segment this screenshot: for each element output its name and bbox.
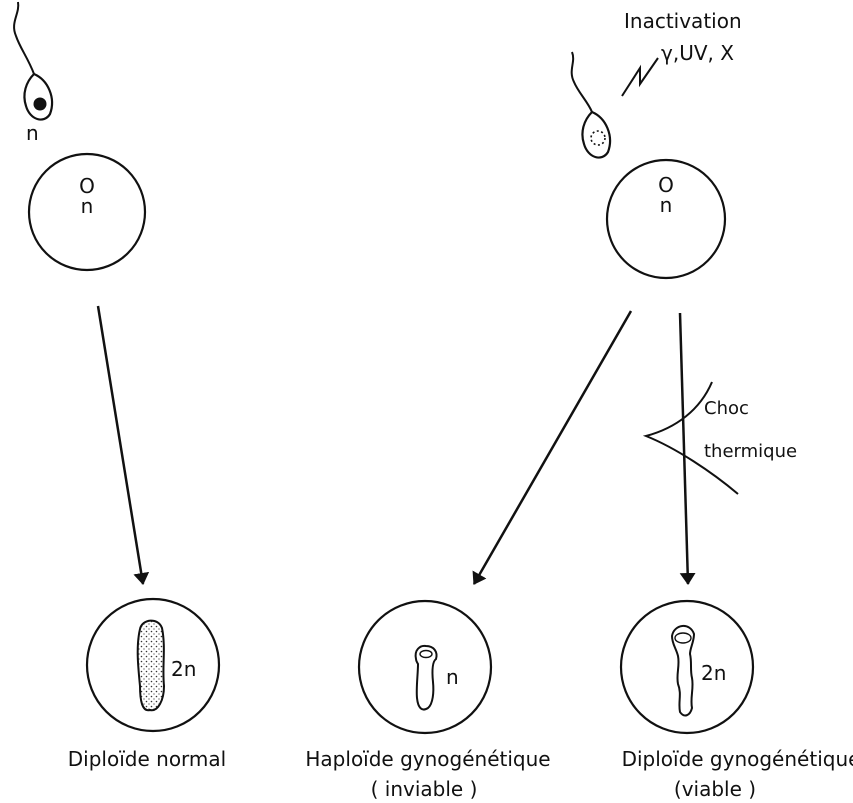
diploid-result-label-line2: (viable ) — [674, 777, 756, 801]
right-sperm-tail — [570, 51, 593, 113]
left-egg-ploidy-label: n — [81, 194, 94, 218]
right-sperm — [570, 51, 612, 159]
haploid-development-arrow — [472, 310, 633, 585]
left-embryo-diploid — [136, 619, 166, 712]
diploid-gyno-embryo-head — [674, 632, 692, 644]
left-egg-nucleus-symbol: O — [79, 174, 95, 198]
right-egg-circle — [605, 158, 727, 280]
right-egg-ploidy-label: n — [660, 193, 673, 217]
right-egg-nucleus-symbol: O — [658, 173, 674, 197]
thermal-shock-bracket — [642, 381, 739, 495]
left-egg-circle — [27, 152, 147, 272]
haploid-embryo-head — [419, 649, 433, 659]
right-sperm-inactivated-nucleus — [590, 130, 606, 146]
shock-label-line1: Choc — [704, 398, 749, 419]
right-sperm-head — [581, 110, 612, 159]
diploid-result-label-line1: Diploïde gynogénétique — [622, 747, 853, 771]
left-sperm — [13, 1, 54, 121]
left-sperm-head — [23, 72, 54, 121]
radiation-zigzag-icon — [621, 57, 659, 97]
diploid-embryo-ploidy-label: 2n — [701, 661, 726, 685]
haploid-embryo-ploidy-label: n — [446, 665, 459, 689]
haploid-result-label-line1: Haploïde gynogénétique — [305, 747, 550, 771]
haploid-embryo — [414, 644, 438, 711]
diploid-development-arrow — [678, 312, 696, 585]
left-sperm-ploidy-label: n — [26, 121, 39, 145]
left-development-arrow — [96, 305, 150, 585]
haploid-result-label-line2: ( inviable ) — [371, 777, 478, 801]
inactivation-title: Inactivation — [624, 9, 742, 33]
inactivation-agents: γ,UV, X — [661, 41, 734, 65]
shock-label-line2: thermique — [704, 441, 797, 462]
left-embryo-ploidy-label: 2n — [171, 657, 196, 681]
left-sperm-tail — [13, 1, 35, 75]
left-result-label: Diploïde normal — [68, 747, 226, 771]
left-sperm-nucleus — [33, 97, 47, 111]
diploid-gyno-embryo — [670, 625, 696, 717]
